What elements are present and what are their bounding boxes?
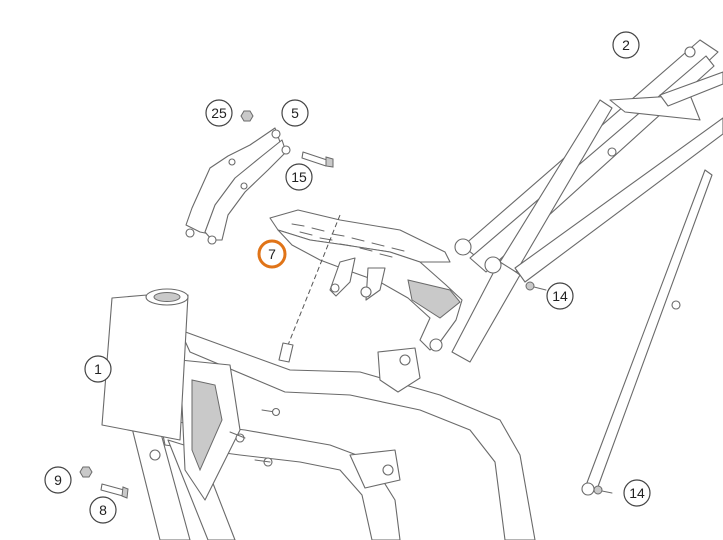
callout-8-circle: [89, 496, 117, 524]
main-frame: [101, 288, 536, 540]
assembly-guide-line: [287, 214, 341, 346]
rear-subframe: [451, 39, 723, 496]
callout-14-upper: 14: [546, 282, 574, 310]
bolt-part-8: [100, 483, 129, 499]
callout-5-circle: [281, 99, 309, 127]
callout-2: 2: [612, 31, 640, 59]
callout-1-label: 1: [94, 361, 102, 377]
callout-7-circle: [257, 239, 287, 269]
bolt-part-14-lower: [593, 485, 613, 495]
callout-7-label: 7: [268, 246, 276, 262]
callout-14-lower-label: 14: [629, 485, 645, 501]
bolt-part-15: [301, 151, 334, 168]
callout-8: 8: [89, 496, 117, 524]
callout-25-circle: [205, 99, 233, 127]
nut-part-25: [240, 110, 254, 122]
callout-14-lower: 14: [623, 479, 651, 507]
callout-1-circle: [84, 355, 112, 383]
washer-part-9: [79, 466, 93, 478]
callout-15-label: 15: [291, 169, 307, 185]
part-7-bracket: [269, 209, 463, 352]
callout-15-circle: [285, 163, 313, 191]
callout-14-upper-label: 14: [552, 288, 568, 304]
bracket-part-5: [185, 127, 291, 245]
callout-5-label: 5: [291, 105, 299, 121]
callout-9-label: 9: [54, 472, 62, 488]
callout-1: 1: [84, 355, 112, 383]
callout-14-lower-circle: [623, 479, 651, 507]
callout-9: 9: [44, 466, 72, 494]
callout-8-label: 8: [99, 502, 107, 518]
callout-14-upper-circle: [546, 282, 574, 310]
callout-15: 15: [285, 163, 313, 191]
callout-5: 5: [281, 99, 309, 127]
mount-stud: [278, 342, 294, 363]
callout-2-label: 2: [622, 37, 630, 53]
callout-25: 25: [205, 99, 233, 127]
callout-2-circle: [612, 31, 640, 59]
callout-7: 7: [257, 239, 287, 269]
bolt-part-14-upper: [525, 281, 547, 291]
callout-25-label: 25: [211, 105, 227, 121]
callout-9-circle: [44, 466, 72, 494]
